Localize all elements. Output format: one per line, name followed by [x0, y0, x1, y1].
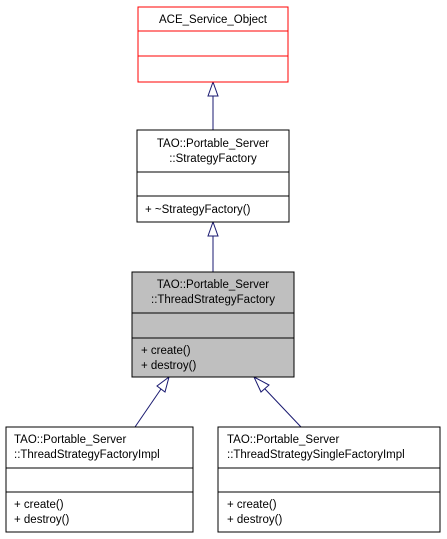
factory-impl-header-box: [5, 426, 194, 469]
class-thread-strategy-single-factory-impl[interactable]: TAO::Portable_Server ::ThreadStrategySin…: [217, 426, 441, 533]
factory-impl-methods-compartment: [5, 491, 194, 533]
thread-strategy-factory-title-line1: TAO::Portable_Server: [157, 279, 269, 291]
ace-title: ACE_Service_Object: [159, 14, 268, 26]
single-factory-impl-header-box: [217, 426, 441, 469]
thread-strategy-factory-methods-compartment: [131, 337, 295, 378]
single-factory-impl-method-destroy: + destroy(): [227, 514, 282, 526]
class-thread-strategy-factory[interactable]: TAO::Portable_Server ::ThreadStrategyFac…: [131, 271, 295, 378]
class-ace-service-object[interactable]: ACE_Service_Object: [137, 6, 289, 83]
factory-impl-title-line1: TAO::Portable_Server: [14, 434, 126, 446]
thread-strategy-factory-title-line2: ::ThreadStrategyFactory: [151, 294, 275, 306]
factory-impl-title-line2: ::ThreadStrategyFactoryImpl: [14, 449, 160, 461]
single-factory-impl-method-create: + create(): [227, 499, 277, 511]
single-factory-impl-title-line2: ::ThreadStrategySingleFactoryImpl: [227, 449, 405, 461]
strategy-factory-methods-compartment: [136, 195, 290, 223]
ace-attributes-compartment: [137, 30, 289, 57]
strategy-factory-title-line2: ::StrategyFactory: [169, 153, 257, 165]
edge-thread-to-strategy: [207, 220, 219, 272]
single-factory-impl-attributes-compartment: [217, 467, 441, 493]
class-thread-strategy-factory-impl[interactable]: TAO::Portable_Server ::ThreadStrategyFac…: [5, 426, 194, 533]
single-factory-impl-methods-compartment: [217, 491, 441, 533]
ace-header-box: [137, 6, 289, 32]
thread-strategy-factory-method-create: + create(): [141, 345, 191, 357]
factory-impl-method-create: + create(): [14, 499, 64, 511]
strategy-factory-title-line1: TAO::Portable_Server: [157, 138, 269, 150]
single-factory-impl-title-line1: TAO::Portable_Server: [227, 434, 339, 446]
strategy-factory-attributes-compartment: [136, 171, 290, 197]
thread-strategy-factory-attributes-compartment: [131, 312, 295, 339]
thread-strategy-factory-header-box: [131, 271, 295, 314]
thread-strategy-factory-method-destroy: + destroy(): [141, 360, 196, 372]
class-strategy-factory[interactable]: TAO::Portable_Server ::StrategyFactory +…: [136, 129, 290, 223]
strategy-factory-header-box: [136, 129, 290, 173]
ace-methods-compartment: [137, 55, 289, 83]
edge-impl-to-thread: [134, 375, 170, 428]
factory-impl-method-destroy: + destroy(): [14, 514, 69, 526]
edge-strategy-to-ace: [207, 80, 219, 130]
strategy-factory-method: + ~StrategyFactory(): [145, 204, 251, 216]
edge-single-impl-to-thread: [252, 375, 302, 428]
factory-impl-attributes-compartment: [5, 467, 194, 493]
